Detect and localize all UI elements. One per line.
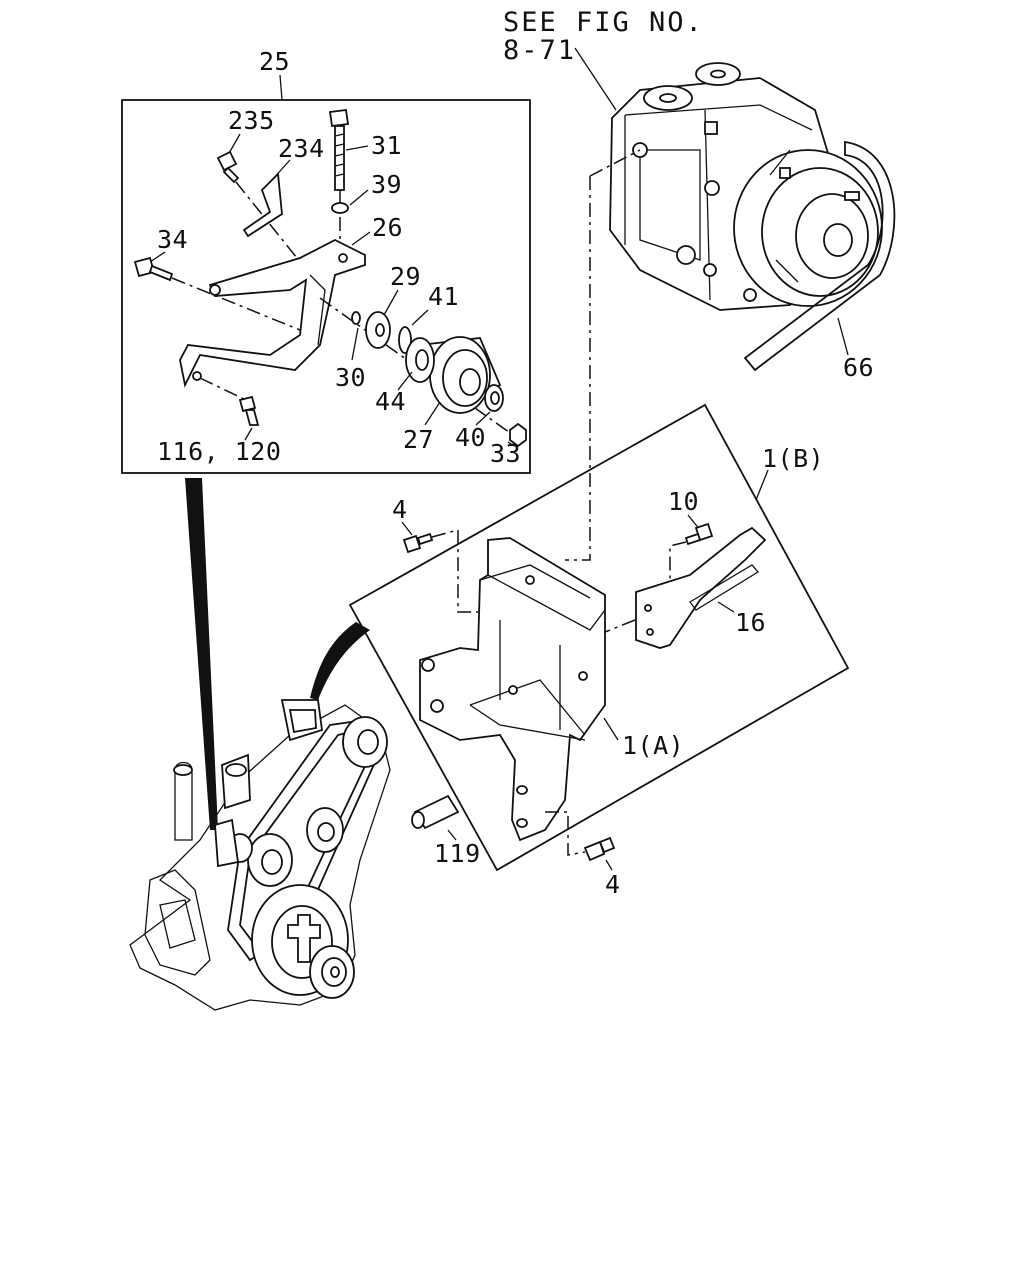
callout-33: 33 — [490, 439, 521, 468]
bolt-31 — [328, 108, 350, 191]
detail-pointer-1 — [310, 622, 370, 700]
engine-front-view — [129, 699, 391, 1011]
callout-1a: 1(A) — [622, 731, 684, 760]
callout-66: 66 — [843, 353, 874, 382]
callout-25: 25 — [259, 47, 290, 76]
compressor-assembly — [609, 62, 883, 311]
clip-234 — [242, 172, 283, 238]
callout-4-top: 4 — [392, 495, 408, 524]
assembly-outline-1 — [348, 403, 850, 872]
callout-1b: 1(B) — [762, 444, 824, 473]
alignment-line-compressor — [565, 149, 641, 561]
callout-29: 29 — [390, 262, 421, 291]
leader-25 — [279, 74, 283, 101]
bolt-34 — [133, 256, 174, 282]
detail-pointer-25 — [185, 478, 218, 830]
sleeve-119 — [411, 794, 460, 830]
reference-note-line1: SEE FIG NO. — [503, 7, 704, 38]
callout-119: 119 — [434, 839, 481, 868]
leader-66 — [837, 317, 849, 356]
callout-39: 39 — [371, 170, 402, 199]
callout-116-120: 116, 120 — [157, 437, 281, 466]
callout-44: 44 — [375, 387, 406, 416]
callout-235: 235 — [228, 106, 275, 135]
washer-39 — [331, 202, 349, 214]
reference-leader — [574, 47, 617, 111]
callout-16: 16 — [735, 608, 766, 637]
callout-234: 234 — [278, 134, 325, 163]
callout-27: 27 — [403, 425, 434, 454]
nut-33 — [509, 422, 527, 448]
bracket-1a — [419, 537, 606, 842]
bolt-4-bottom — [583, 836, 616, 862]
v-belt-66 — [743, 140, 896, 372]
bolt-10 — [684, 522, 714, 546]
callout-26: 26 — [372, 213, 403, 242]
callout-10: 10 — [668, 487, 699, 516]
callout-30: 30 — [335, 363, 366, 392]
callout-4-bottom: 4 — [605, 870, 621, 899]
callout-31: 31 — [371, 131, 402, 160]
detail-box-25 — [121, 99, 531, 474]
bolt-4-top — [402, 532, 434, 554]
bearing-44 — [405, 337, 435, 383]
bolt-235 — [216, 150, 240, 184]
reference-note-line2: 8-71 — [503, 35, 576, 66]
bracket-26 — [179, 238, 366, 388]
callout-34: 34 — [157, 225, 188, 254]
bolt-116-120 — [238, 395, 260, 426]
bracket-16 — [635, 526, 767, 649]
callout-40: 40 — [455, 423, 486, 452]
callout-41: 41 — [428, 282, 459, 311]
spacer-30 — [351, 311, 361, 325]
